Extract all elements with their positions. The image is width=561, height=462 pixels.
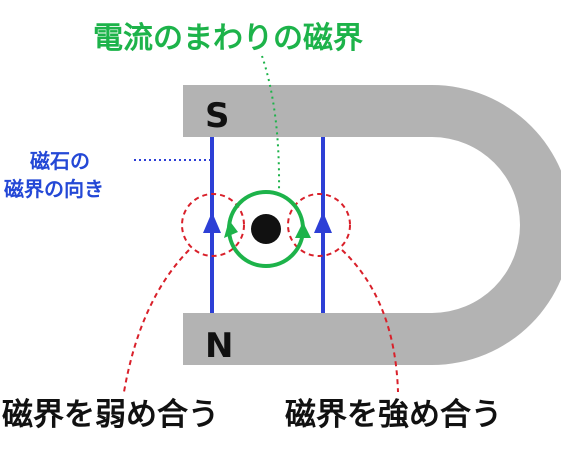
strengthen-label-leader: [341, 249, 399, 393]
title-leader-line: [261, 55, 281, 191]
field-arrow-left-icon: [203, 212, 221, 233]
strengthen-region-circle: [287, 193, 351, 257]
strengthen-label: 磁界を強め合う: [285, 397, 502, 433]
diagram-title: 電流のまわりの磁界: [93, 21, 363, 56]
current-wire-icon: [251, 214, 281, 244]
current-field-arrow-left-icon: [224, 220, 238, 238]
horseshoe-magnet: [183, 85, 561, 365]
magnet-field-label-line2: 磁界の向き: [4, 177, 104, 201]
current-field-arrow-right-icon: [295, 222, 311, 238]
weaken-label: 磁界を弱め合う: [2, 397, 219, 433]
weaken-label-leader: [123, 249, 190, 393]
south-pole-label: S: [205, 96, 230, 136]
field-arrow-right-icon: [314, 212, 332, 233]
magnet-field-label-line1: 磁石の: [30, 149, 90, 173]
weaken-region-circle: [181, 193, 245, 257]
north-pole-label: N: [205, 326, 233, 366]
